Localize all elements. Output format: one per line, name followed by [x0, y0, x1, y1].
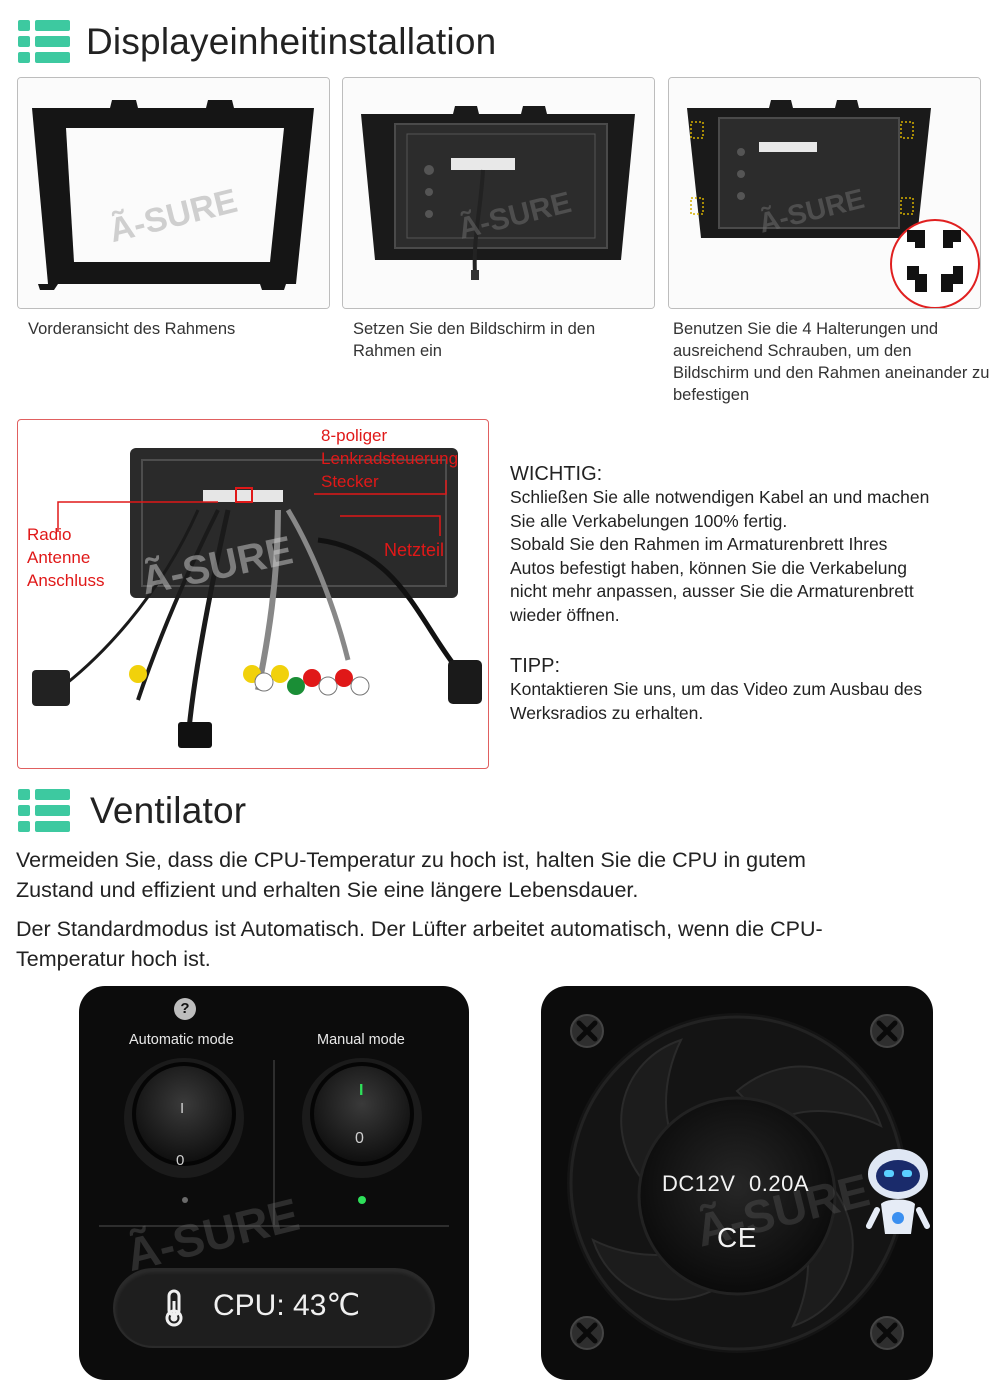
manual-mode-label: Manual mode: [317, 1032, 405, 1048]
switch-on-mark: I: [180, 1100, 185, 1117]
label-steering: Stecker: [321, 472, 379, 491]
automatic-mode-switch[interactable]: I 0: [124, 1054, 244, 1174]
label-steering: 8-poliger: [321, 426, 388, 445]
help-icon[interactable]: ?: [174, 998, 196, 1020]
section-heading-fan: Ventilator: [18, 789, 246, 833]
fan-paragraph-2: Der Standardmodus ist Automatisch. Der L…: [16, 914, 986, 974]
list-icon: [18, 20, 70, 64]
section-title: Ventilator: [90, 790, 247, 831]
paragraph-line: Der Standardmodus ist Automatisch. Der L…: [16, 917, 823, 941]
photo-brackets: Ã-SURE: [668, 77, 981, 309]
switch-off-mark: 0: [176, 1152, 185, 1169]
manual-mode-switch[interactable]: I 0: [302, 1054, 422, 1174]
caption-photo-1: Vorderansicht des Rahmens: [28, 320, 236, 338]
section-title: Displayeinheitinstallation: [86, 21, 497, 62]
label-power: Netzteil: [384, 540, 445, 560]
tip-note: TIPP: Kontaktieren Sie uns, um das Video…: [510, 654, 990, 725]
fan-spec-voltage: DC12V: [662, 1171, 736, 1196]
fan-spec-current: 0.20A: [749, 1171, 809, 1196]
caption-photo-3: Benutzen Sie die 4 Halterungen und ausre…: [673, 320, 990, 404]
label-radio-antenna: Antenne: [27, 548, 91, 567]
switch-on-mark: I: [359, 1082, 364, 1099]
important-note: WICHTIG: Schließen Sie alle notwendigen …: [510, 462, 990, 627]
paragraph-line: Vermeiden Sie, dass die CPU-Temperatur z…: [16, 848, 806, 872]
svg-text:Ã-SURE: Ã-SURE: [121, 1188, 305, 1281]
important-line: Schließen Sie alle notwendigen Kabel an …: [510, 487, 930, 507]
wiring-diagram-photo: Ã-SURE 8-poliger Lenkradsteuerung Stecke…: [17, 419, 489, 769]
tip-title: TIPP:: [510, 655, 561, 677]
photo-frame-front: Ã-SURE: [17, 77, 330, 309]
cpu-temperature-value: CPU: 43℃: [213, 1289, 361, 1322]
list-icon: [18, 789, 70, 833]
photo-screen-in-frame: Ã-SURE: [342, 77, 655, 309]
fan-paragraph-1: Vermeiden Sie, dass die CPU-Temperatur z…: [16, 845, 986, 905]
switch-off-mark: 0: [355, 1130, 364, 1147]
important-title: WICHTIG:: [510, 463, 603, 485]
tip-line: Werksradios zu erhalten.: [510, 702, 704, 723]
ce-mark: CE: [717, 1222, 757, 1253]
cpu-temperature-display: CPU: 43℃: [115, 1270, 433, 1346]
robot-icon: [866, 1149, 930, 1234]
important-line: wieder öffnen.: [510, 604, 620, 625]
section-heading-installation: Displayeinheitinstallation: [18, 20, 496, 64]
important-line: Sie alle Verkabelungen 100% fertig.: [510, 510, 788, 531]
important-line: Autos befestigt haben, können Sie die Ve…: [510, 557, 907, 578]
thermometer-icon: [165, 1289, 183, 1327]
label-steering: Lenkradsteuerung: [321, 449, 459, 468]
important-line: Sobald Sie den Rahmen im Armaturenbrett …: [510, 534, 888, 554]
fan-mode-panel: Ã-SURE ? Automatic mode Manual mode I 0 …: [79, 986, 469, 1380]
label-radio-antenna: Anschluss: [27, 571, 105, 590]
paragraph-line: Zustand und effizient und erhalten Sie e…: [16, 878, 639, 902]
important-line: nicht mehr anpassen, ausser Sie die Arma…: [510, 581, 914, 601]
caption-photo-2: Setzen Sie den Bildschirm in den Rahmen …: [353, 320, 596, 360]
paragraph-line: Temperatur hoch ist.: [16, 947, 211, 971]
fan-photo: Ã-SURE DC12V 0.20A CE: [541, 986, 933, 1380]
label-radio-antenna: Radio: [27, 525, 72, 544]
help-glyph: ?: [180, 1000, 190, 1017]
tip-line: Kontaktieren Sie uns, um das Video zum A…: [510, 679, 923, 699]
automatic-mode-label: Automatic mode: [129, 1032, 234, 1048]
